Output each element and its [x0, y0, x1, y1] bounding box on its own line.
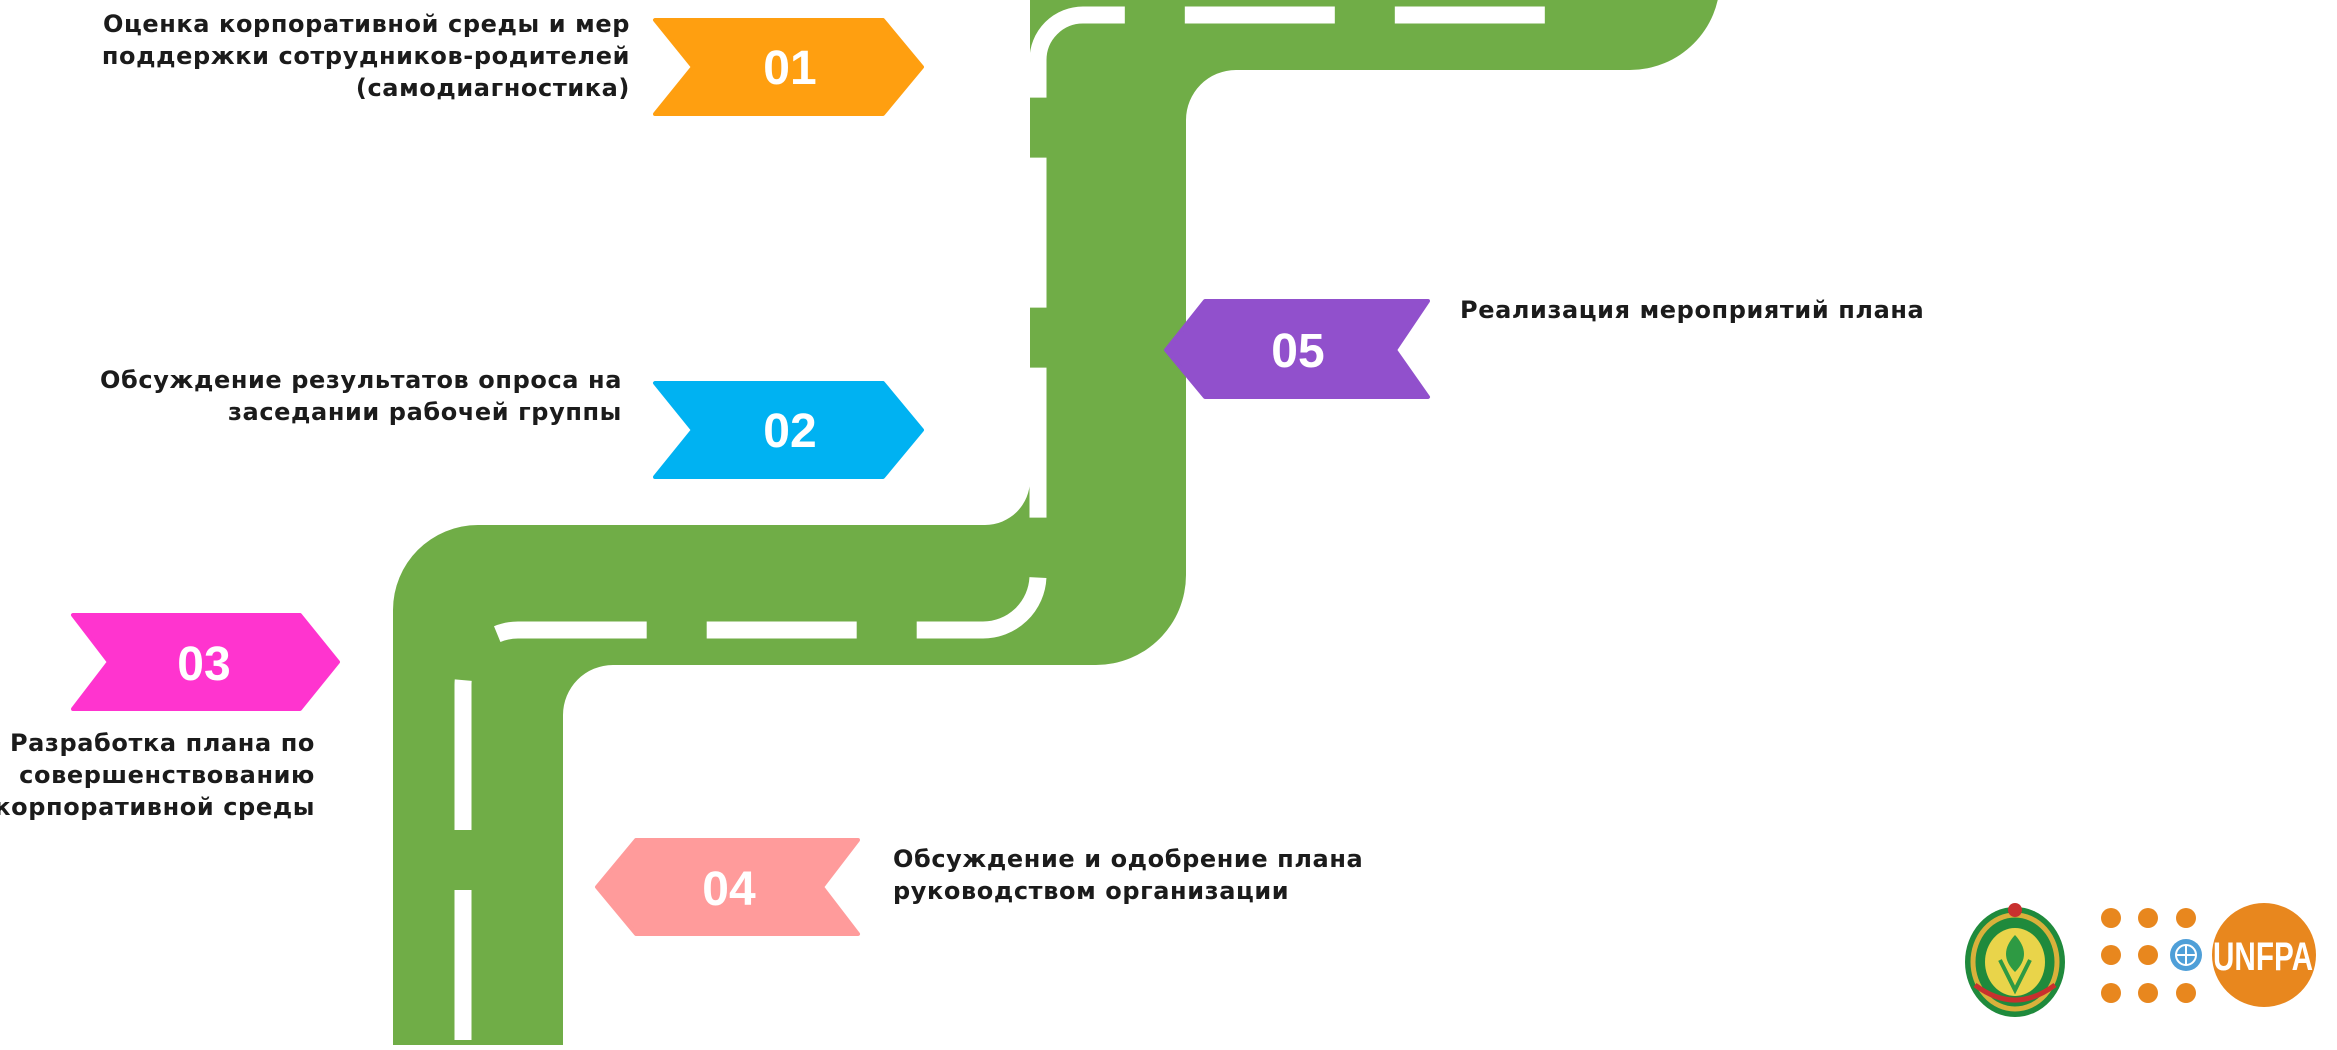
- step-01-description: Оценка корпоративной среды и мер поддерж…: [102, 8, 630, 104]
- step-01-line-1: Оценка корпоративной среды и мер: [102, 10, 630, 38]
- step-03-line-1: Разработка плана по: [9, 729, 315, 757]
- step-04-line-2: руководством организации: [893, 877, 1290, 905]
- logos: UNFPA: [1965, 903, 2316, 1017]
- step-03-number: 03: [177, 638, 230, 691]
- ministry-emblem-icon: [1965, 903, 2065, 1017]
- step-05-arrow-tag: [1164, 299, 1430, 399]
- step-03-line-2: совершенствованию: [19, 761, 315, 789]
- step-04: 04: [595, 838, 860, 936]
- step-03-arrow-tag: [71, 613, 340, 711]
- road-body: [393, 0, 1718, 1050]
- step-05-number: 05: [1271, 325, 1324, 378]
- unfpa-label: UNFPA: [2213, 935, 2313, 979]
- step-01-arrow-tag: [653, 18, 924, 116]
- step-03-description: Разработка плана по совершенствованию ко…: [0, 727, 315, 823]
- step-05-line-1: Реализация мероприятий плана: [1460, 296, 1925, 324]
- step-02-line-1: Обсуждение результатов опроса на: [100, 366, 622, 394]
- step-02-number: 02: [763, 405, 816, 458]
- step-03: 03: [71, 613, 340, 711]
- step-01-line-2: поддержки сотрудников-родителей: [101, 42, 630, 70]
- step-05-description: Реализация мероприятий плана: [1460, 294, 1924, 326]
- step-03-line-3: корпоративной среды: [0, 793, 315, 821]
- road-center-dashes: [454, 0, 1595, 1050]
- step-04-arrow-tag: [595, 838, 860, 936]
- step-01: 01: [653, 18, 924, 116]
- unfpa-logo: UNFPA: [2212, 903, 2316, 1007]
- step-05: 05: [1164, 299, 1430, 399]
- step-02: 02: [653, 381, 924, 479]
- un-emblem-icon: [2170, 939, 2202, 971]
- step-02-line-2: заседании рабочей группы: [228, 398, 622, 426]
- step-04-line-1: Обсуждение и одобрение плана: [893, 845, 1364, 873]
- unfpa-dots-icon: [2101, 908, 2196, 1003]
- road: [393, 0, 1718, 1050]
- step-01-number: 01: [763, 42, 816, 95]
- step-01-line-3: (самодиагностика): [355, 74, 630, 102]
- step-04-number: 04: [702, 863, 756, 916]
- step-02-description: Обсуждение результатов опроса на заседан…: [100, 364, 622, 428]
- step-04-description: Обсуждение и одобрение плана руководство…: [893, 843, 1363, 907]
- step-02-arrow-tag: [653, 381, 924, 479]
